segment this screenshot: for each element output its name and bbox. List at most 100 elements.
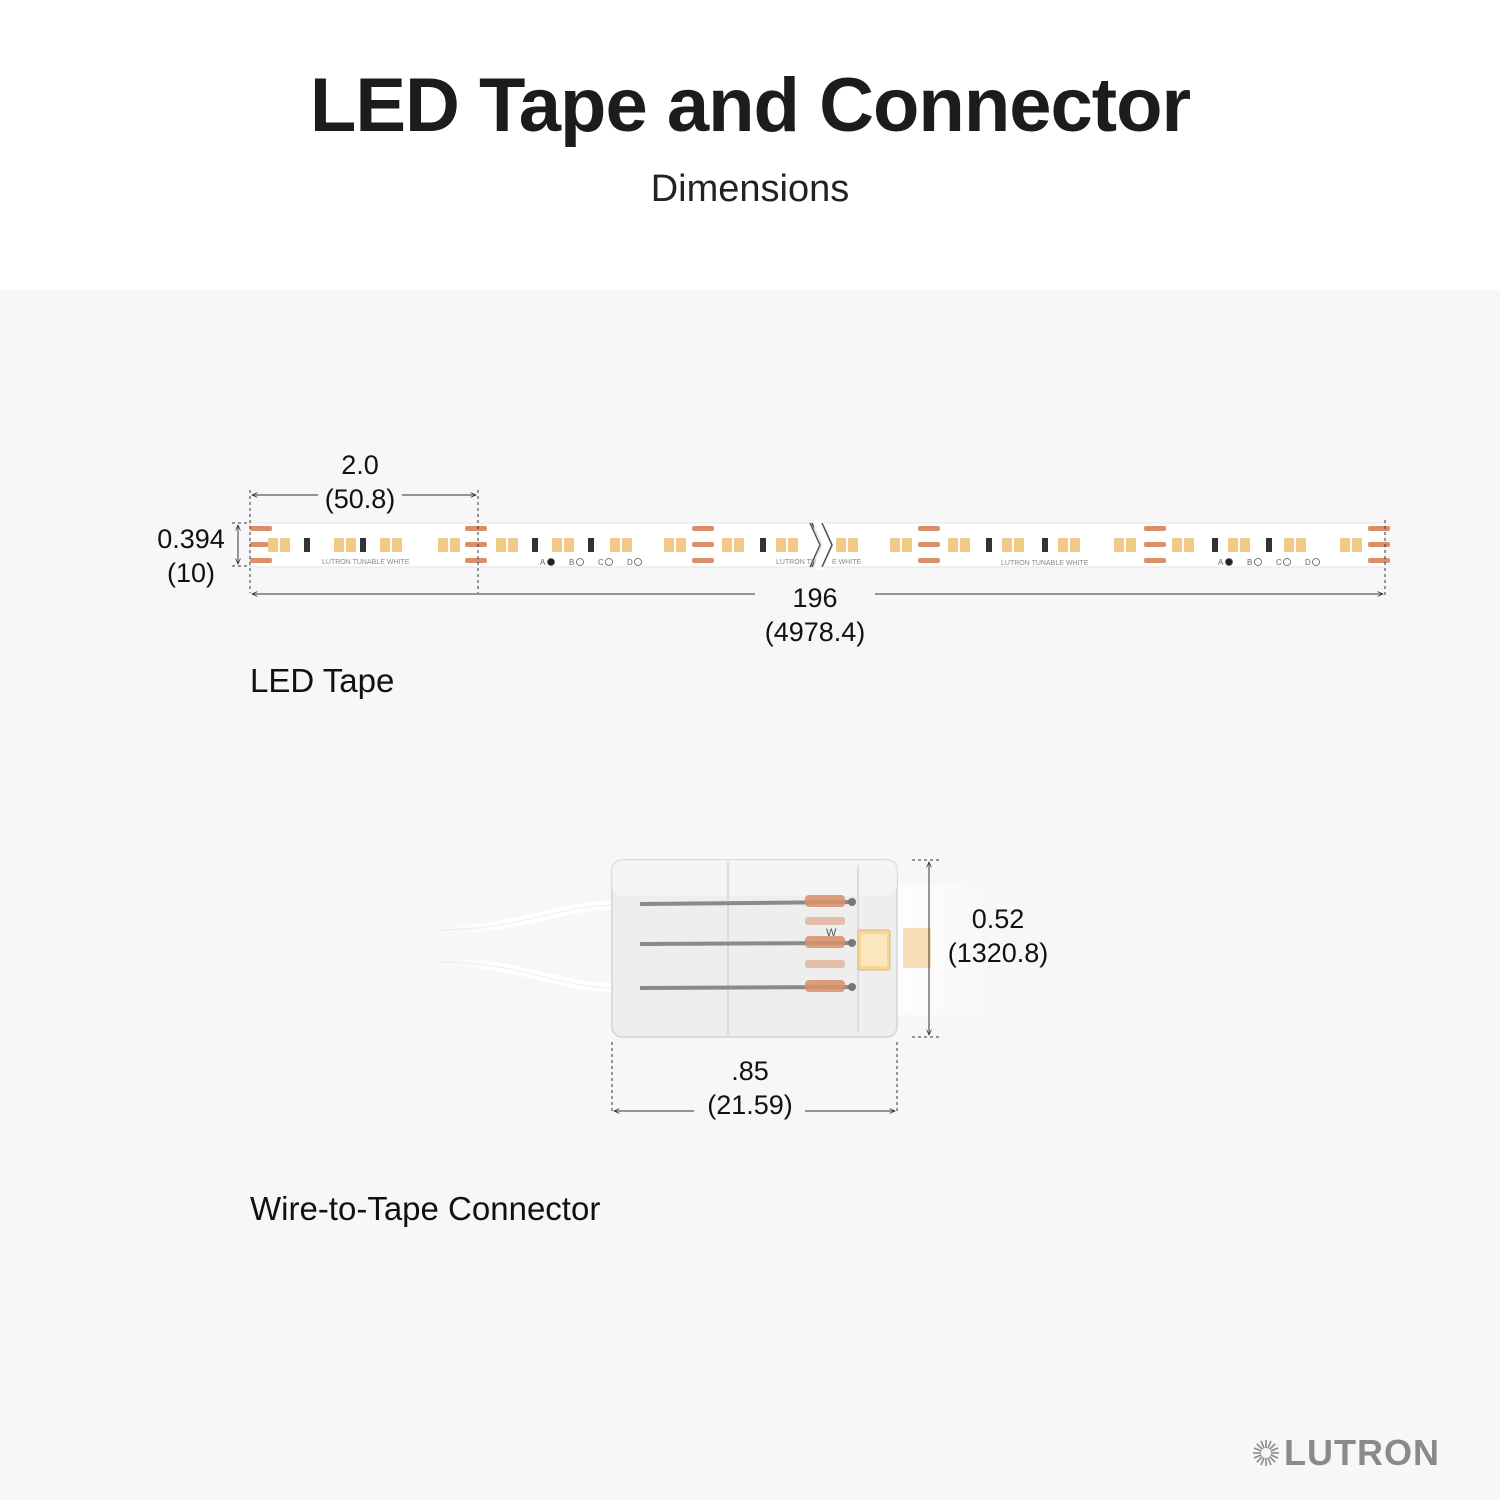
led-chip bbox=[438, 538, 448, 552]
channel-marker-label: C bbox=[598, 558, 604, 567]
wire-bottom bbox=[439, 957, 616, 993]
copper-pad bbox=[1368, 542, 1390, 547]
resistor bbox=[1212, 538, 1218, 552]
resistor bbox=[986, 538, 992, 552]
led-chip bbox=[1172, 538, 1182, 552]
led-chip bbox=[496, 538, 506, 552]
segment-length-mm: (50.8) bbox=[324, 484, 396, 514]
channel-marker-label: B bbox=[569, 558, 574, 567]
copper-pad bbox=[465, 542, 487, 547]
total-length-label: 196 (4978.4) bbox=[745, 581, 885, 649]
tape-print-partial-left: LUTRON TU bbox=[776, 559, 816, 566]
connector-length-label: .85 (21.59) bbox=[690, 1054, 810, 1122]
resistor bbox=[532, 538, 538, 552]
resistor bbox=[1266, 538, 1272, 552]
led-chip bbox=[1340, 538, 1350, 552]
channel-marker-dot bbox=[634, 558, 642, 566]
led-chip bbox=[788, 538, 798, 552]
led-chip bbox=[1070, 538, 1080, 552]
total-length-mm: (4978.4) bbox=[764, 617, 866, 647]
page-title: LED Tape and Connector bbox=[309, 63, 1191, 148]
led-chip bbox=[552, 538, 562, 552]
led-chip bbox=[734, 538, 744, 552]
connector-height-mm: (1320.8) bbox=[947, 938, 1049, 968]
copper-pad bbox=[692, 526, 714, 531]
led-chip bbox=[380, 538, 390, 552]
copper-pad bbox=[918, 526, 940, 531]
tape-print-2: LUTRON TUNABLE WHITE bbox=[1001, 560, 1089, 567]
tape-tail bbox=[880, 885, 990, 1015]
led-chip bbox=[948, 538, 958, 552]
connector-height-label: 0.52 (1320.8) bbox=[938, 902, 1058, 970]
tape-width-inch: 0.394 bbox=[157, 524, 225, 554]
lutron-logo: LUTRON bbox=[1252, 1432, 1440, 1474]
led-chip bbox=[1058, 538, 1068, 552]
copper-pad bbox=[692, 542, 714, 547]
lutron-starburst-icon bbox=[1253, 1440, 1280, 1466]
led-chip bbox=[268, 538, 278, 552]
led-chip bbox=[346, 538, 356, 552]
channel-marker-dot bbox=[1283, 558, 1291, 566]
channel-marker-dot bbox=[576, 558, 584, 566]
copper-pad bbox=[465, 526, 487, 531]
connector-length-inch: .85 bbox=[731, 1056, 769, 1086]
channel-marker-label: A bbox=[540, 558, 546, 567]
led-chip bbox=[564, 538, 574, 552]
copper-pad bbox=[465, 558, 487, 563]
led-chip bbox=[622, 538, 632, 552]
led-chip bbox=[392, 538, 402, 552]
tape-width-label: 0.394 (10) bbox=[145, 522, 237, 590]
connector-caption: Wire-to-Tape Connector bbox=[250, 1190, 601, 1227]
led-chip bbox=[280, 538, 290, 552]
copper-pad bbox=[1368, 526, 1390, 531]
tail-led bbox=[903, 928, 931, 968]
copper-pad bbox=[1144, 526, 1166, 531]
connector-dimensions bbox=[611, 859, 940, 1114]
led-chip bbox=[1126, 538, 1136, 552]
copper-pad bbox=[918, 558, 940, 563]
connector-height-inch: 0.52 bbox=[971, 904, 1025, 934]
led-tape-caption: LED Tape bbox=[250, 662, 395, 699]
copper-pad bbox=[250, 526, 272, 531]
copper-pad bbox=[1144, 558, 1166, 563]
channel-marker-label: D bbox=[627, 558, 633, 567]
led-chip bbox=[890, 538, 900, 552]
resistor bbox=[360, 538, 366, 552]
led-tape: LUTRON TUNABLE WHITE LUTRON TU E WHITE L… bbox=[249, 520, 1390, 570]
led-units bbox=[250, 526, 1390, 563]
led-chip bbox=[1228, 538, 1238, 552]
copper-pad bbox=[918, 542, 940, 547]
led-chip bbox=[610, 538, 620, 552]
led-chip bbox=[334, 538, 344, 552]
led-chip bbox=[1114, 538, 1124, 552]
segment-length-inch: 2.0 bbox=[341, 450, 379, 480]
channel-marker-dot bbox=[605, 558, 613, 566]
total-length-inch: 196 bbox=[792, 583, 838, 613]
copper-pad bbox=[250, 542, 272, 547]
segment-length-label: 2.0 (50.8) bbox=[300, 448, 420, 516]
led-chip bbox=[450, 538, 460, 552]
led-chip bbox=[1184, 538, 1194, 552]
channel-marker-dot bbox=[547, 558, 555, 566]
connector-copper-pads bbox=[805, 895, 845, 992]
tape-print-partial-right: E WHITE bbox=[832, 559, 861, 566]
led-chip bbox=[836, 538, 846, 552]
led-chip bbox=[1014, 538, 1024, 552]
copper-pad bbox=[1368, 558, 1390, 563]
led-chip bbox=[676, 538, 686, 552]
led-chip bbox=[722, 538, 732, 552]
led-chip bbox=[960, 538, 970, 552]
tape-print-1: LUTRON TUNABLE WHITE bbox=[322, 559, 410, 566]
channel-marker-label: A bbox=[1218, 558, 1224, 567]
led-chip bbox=[902, 538, 912, 552]
brand-name: LUTRON bbox=[1284, 1432, 1440, 1473]
led-chip bbox=[1284, 538, 1294, 552]
resistor bbox=[588, 538, 594, 552]
led-chip bbox=[508, 538, 518, 552]
led-chip bbox=[1240, 538, 1250, 552]
led-chip bbox=[1002, 538, 1012, 552]
channel-marker-label: C bbox=[1276, 558, 1282, 567]
page-subtitle: Dimensions bbox=[650, 168, 850, 210]
